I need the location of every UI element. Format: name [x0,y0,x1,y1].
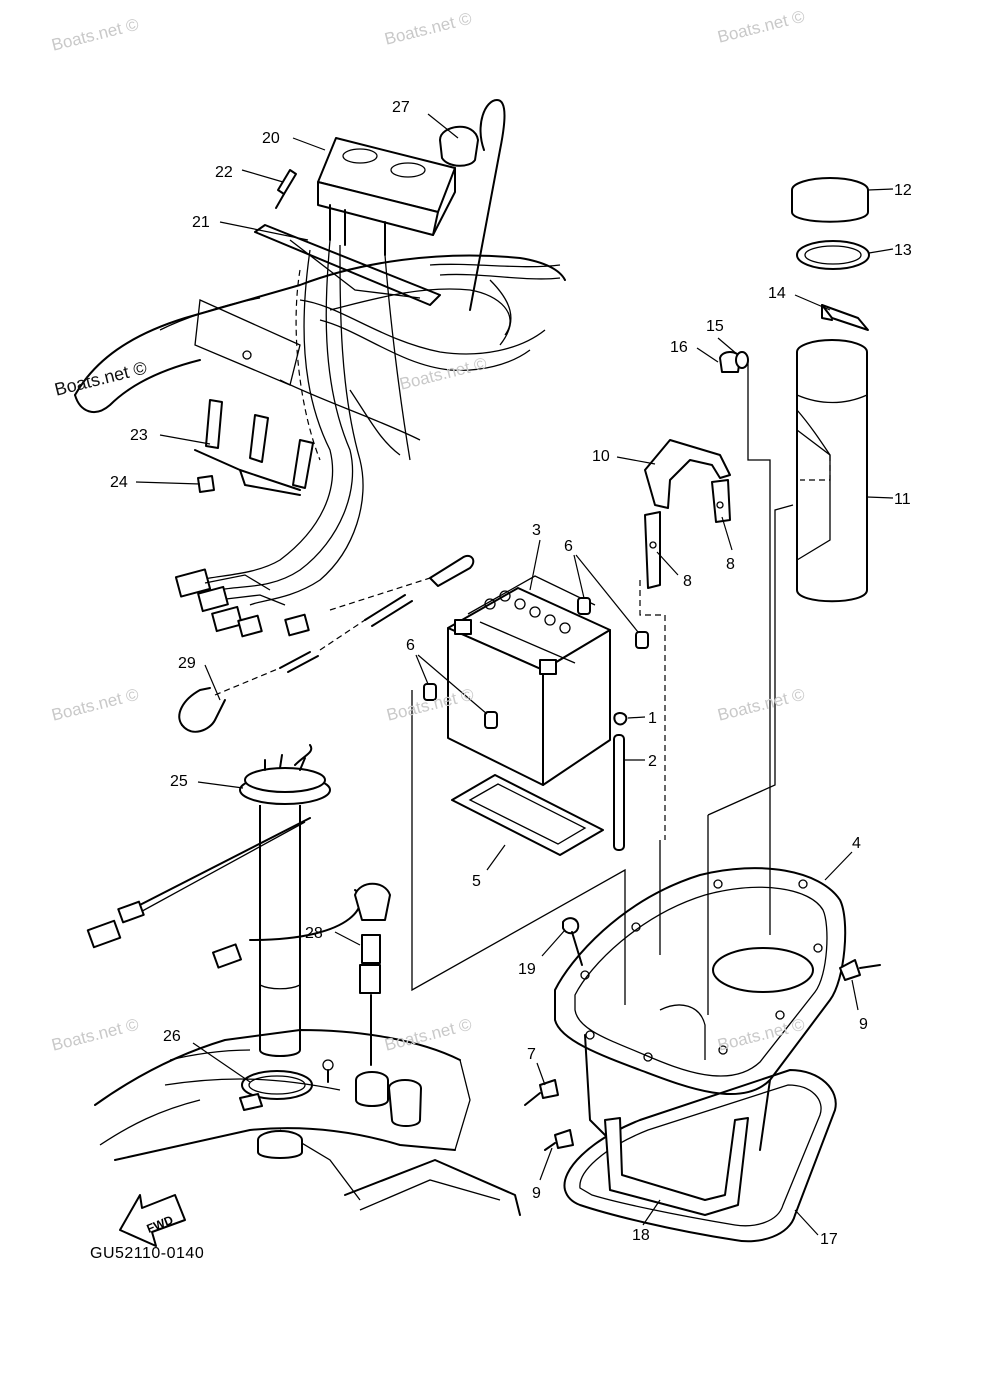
battery-pad-5 [451,774,604,856]
callout-8b: 8 [726,556,735,573]
callout-22: 22 [215,164,233,181]
part-callouts: 1 2 3 4 5 6 6 7 8 8 9 9 10 11 12 13 14 1… [110,99,912,1248]
filler-neck-11 [719,177,870,603]
callout-13: 13 [894,242,912,259]
callout-6b: 6 [406,637,415,654]
hoses-28 [211,882,391,1066]
bracket-18 [604,1117,749,1216]
battery-3 [447,575,611,786]
callout-10: 10 [592,448,610,465]
battery-box-4 [554,867,847,1151]
callout-29: 29 [178,655,196,672]
callout-28: 28 [305,925,323,942]
callout-23: 23 [130,427,148,444]
callout-12: 12 [894,182,912,199]
callout-27: 27 [392,99,410,116]
battery-bolts-6 [423,597,649,729]
callout-5: 5 [472,873,481,890]
callout-26: 26 [163,1028,181,1045]
battery-cable-29 [178,554,475,733]
callout-7: 7 [527,1046,536,1063]
alignment-lines [411,360,794,1015]
callout-11: 11 [894,491,911,508]
callout-6a: 6 [564,538,573,555]
callout-15: 15 [706,318,724,335]
callout-18: 18 [632,1227,650,1244]
callout-16: 16 [670,339,688,356]
battery-clamp-23 [194,399,314,496]
diagram-code: GU52110-0140 [90,1245,205,1262]
callout-1: 1 [648,710,657,727]
callout-9a: 9 [859,1016,868,1033]
brackets [639,439,731,840]
wire-harness [199,239,411,606]
hull-deck-lower [94,1029,521,1216]
callout-9b: 9 [532,1185,541,1202]
leader-lines [135,113,894,1236]
gasket-frame-17 [563,1069,837,1243]
forward-direction-arrow: FWD [119,1194,186,1247]
fuel-sender-25 [86,744,331,1057]
callout-20: 20 [262,130,280,147]
battery-band-parts [613,712,628,851]
callout-17: 17 [820,1231,838,1248]
callout-21: 21 [192,214,210,231]
fasteners [524,917,881,1151]
callout-19: 19 [518,961,536,978]
callout-4: 4 [852,835,861,852]
band-26 [239,1070,313,1111]
meter-assembly [254,99,506,311]
callout-8a: 8 [683,573,692,590]
callout-14: 14 [768,285,786,302]
connector-cluster [174,568,310,638]
callout-24: 24 [110,474,128,491]
callout-3: 3 [532,522,541,539]
callout-2: 2 [648,753,657,770]
callout-25: 25 [170,773,188,790]
